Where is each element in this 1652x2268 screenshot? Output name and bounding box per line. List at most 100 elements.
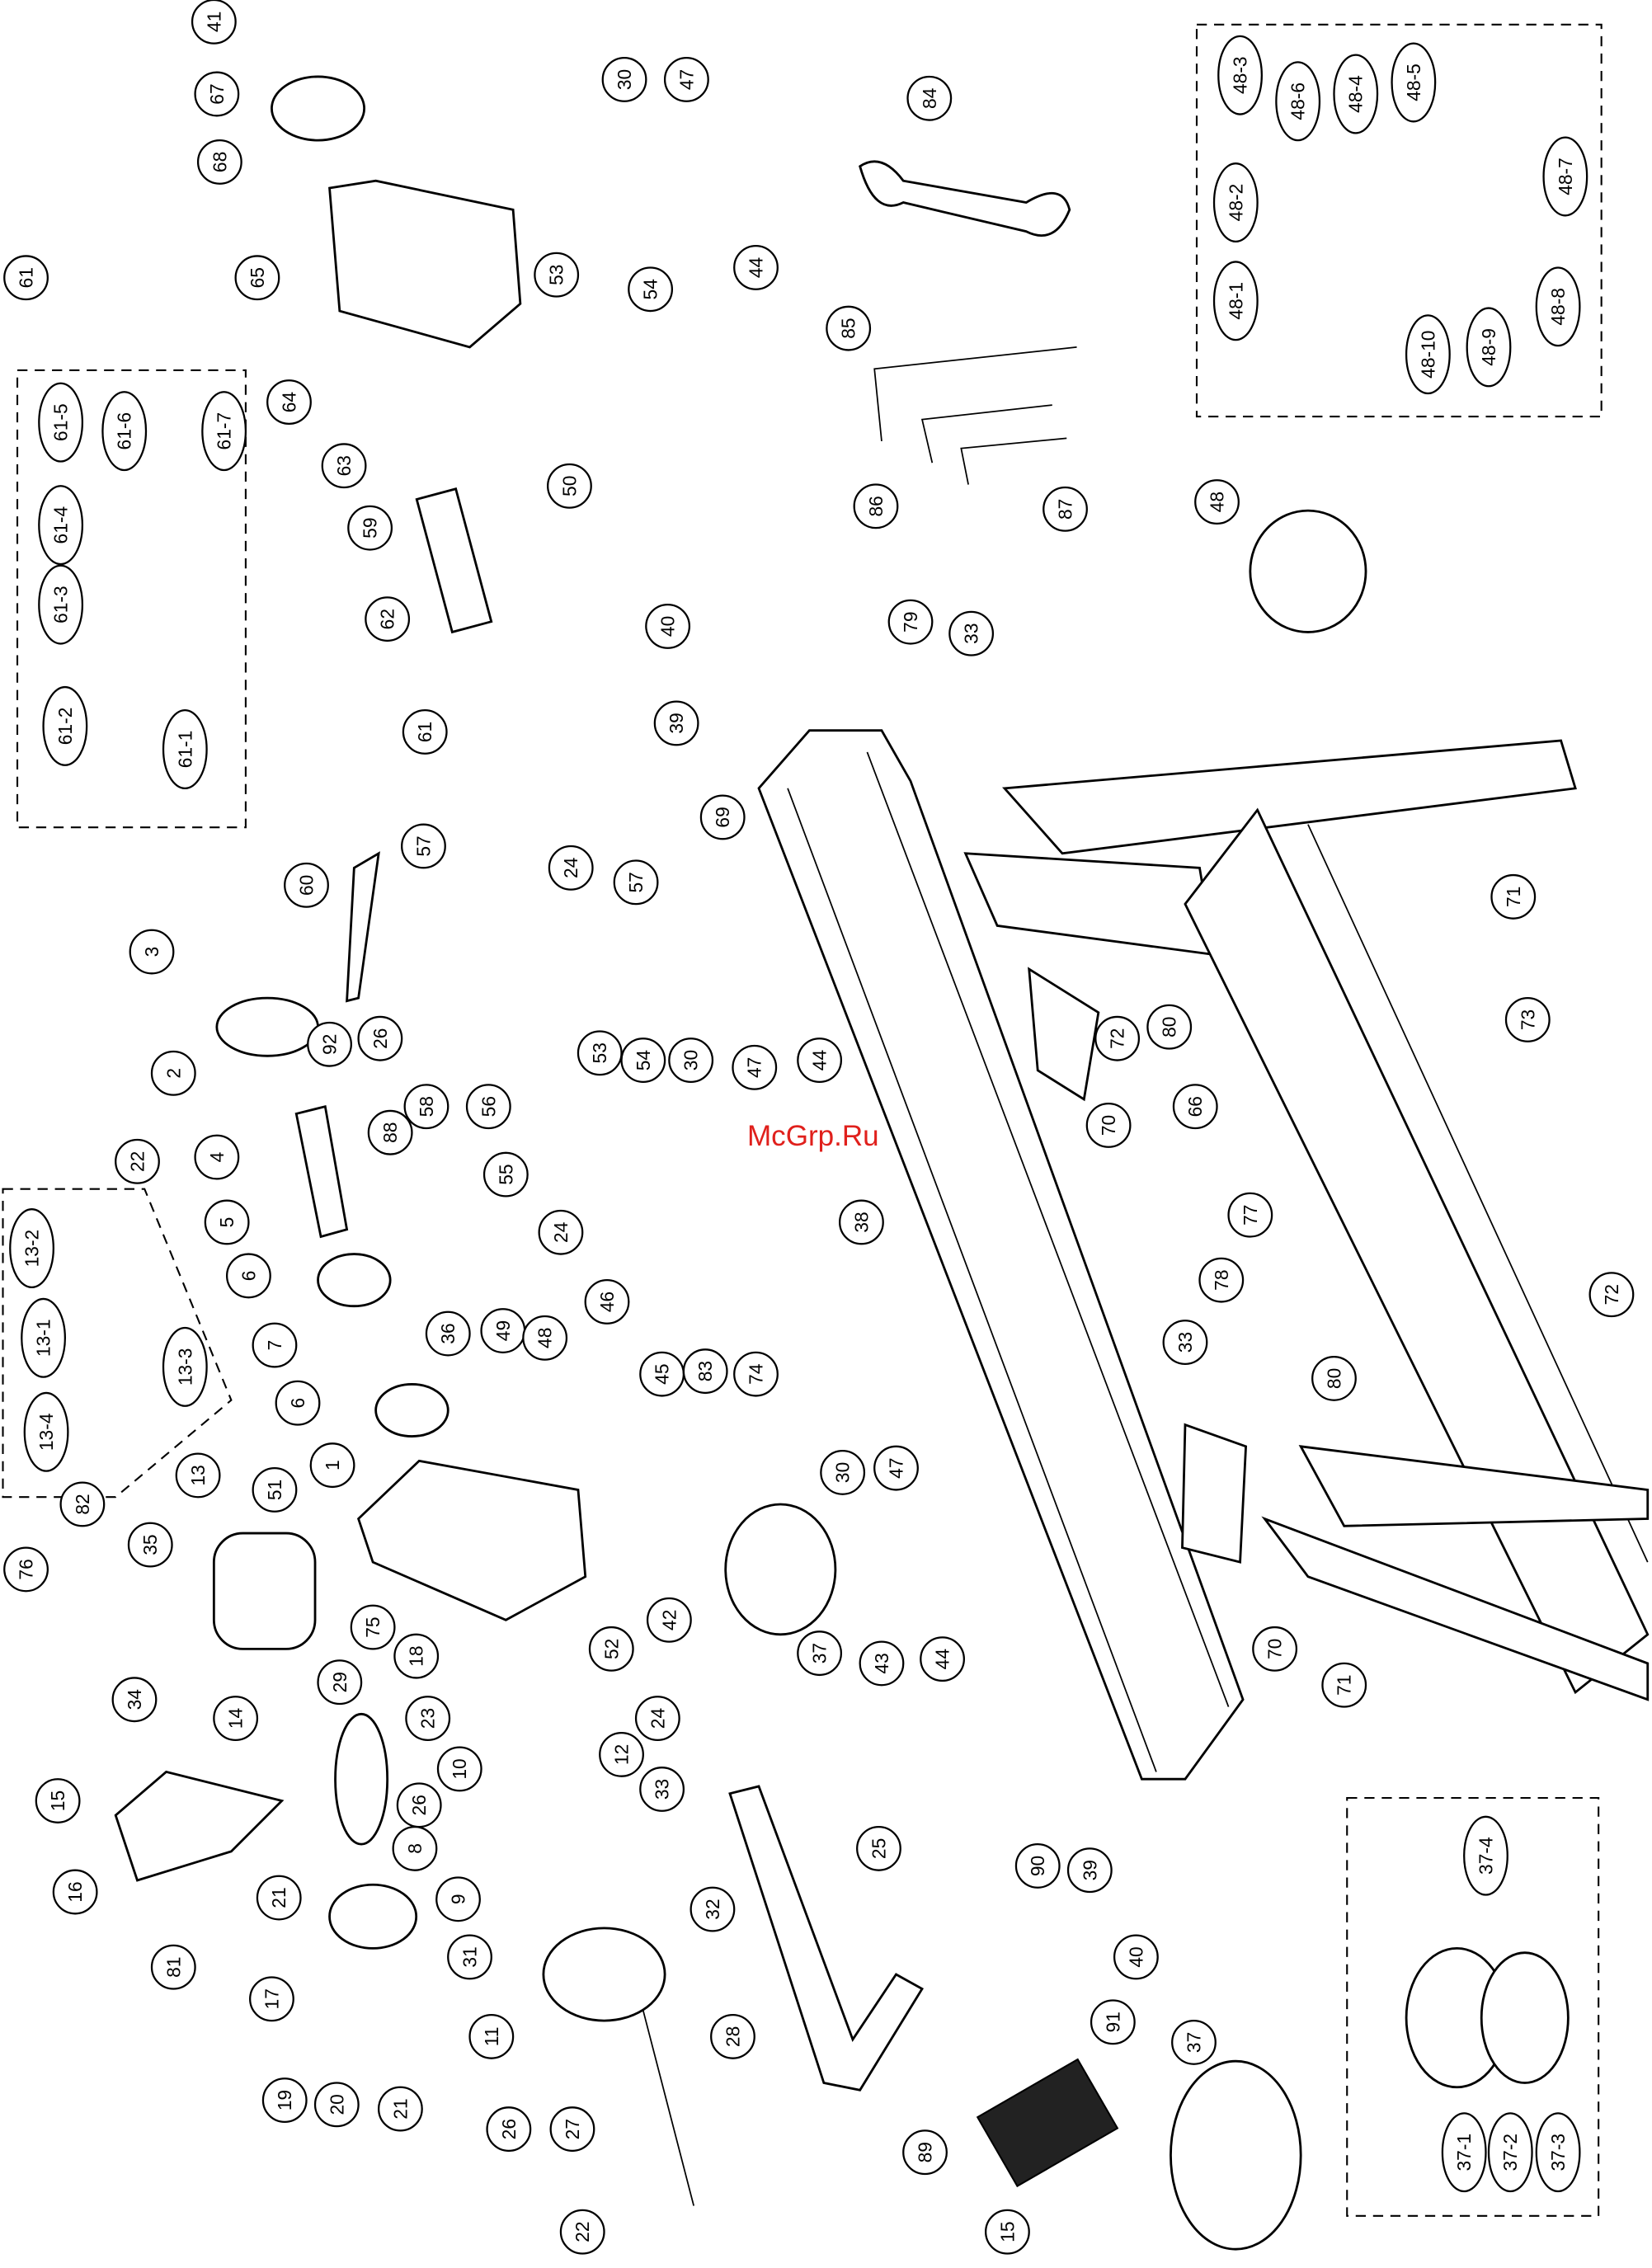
callout-60: 60 xyxy=(284,862,329,908)
callout-92: 92 xyxy=(307,1021,352,1067)
callout-number: 80 xyxy=(1159,1017,1180,1038)
callout-number: 37-4 xyxy=(1475,1837,1496,1875)
callout-number: 24 xyxy=(560,858,581,878)
callout-bubble xyxy=(194,71,240,117)
callout-88: 88 xyxy=(367,1109,413,1155)
callout-number: 28 xyxy=(722,2026,743,2047)
headstock-1 xyxy=(356,1459,587,1621)
callout-number: 7 xyxy=(264,1340,285,1351)
callout-bubble xyxy=(129,929,175,975)
callout-bubble xyxy=(38,485,84,566)
callout-number: 48-3 xyxy=(1230,56,1251,94)
callout-number: 12 xyxy=(611,1744,633,1765)
callout-bubble xyxy=(522,1315,568,1361)
callout-bubble xyxy=(234,255,280,301)
callout-69: 69 xyxy=(699,794,746,840)
callout-number: 37 xyxy=(1183,2032,1204,2053)
callout-bubble xyxy=(256,1875,302,1921)
callout-number: 13-3 xyxy=(174,1348,195,1386)
callout-number: 75 xyxy=(362,1616,384,1637)
indexing-37 xyxy=(724,1503,837,1636)
callout-37-4: 37-4 xyxy=(1463,1815,1508,1896)
callout-number: 50 xyxy=(558,476,580,496)
callout-57: 57 xyxy=(401,823,446,869)
callout-number: 17 xyxy=(261,1988,282,2009)
callout-bubble xyxy=(1588,1272,1635,1318)
callout-89: 89 xyxy=(902,2129,948,2176)
callout-number: 21 xyxy=(268,1887,289,1908)
callout-bubble xyxy=(252,1322,298,1368)
callout-bubble xyxy=(1212,261,1259,341)
callout-bubble xyxy=(613,859,659,906)
callout-number: 61-4 xyxy=(50,506,72,544)
callout-bubble xyxy=(690,1886,736,1932)
callout-bubble xyxy=(213,1696,259,1741)
callout-43: 43 xyxy=(859,1640,905,1687)
callout-bubble xyxy=(1490,873,1537,920)
callout-26: 26 xyxy=(396,1782,442,1828)
callout-53: 53 xyxy=(534,252,580,298)
callout-bubble xyxy=(38,382,84,463)
callout-11: 11 xyxy=(468,2013,515,2059)
callout-number: 11 xyxy=(481,2027,502,2047)
callout-bubble xyxy=(347,505,393,551)
callout-number: 61-3 xyxy=(50,586,72,623)
callout-73: 73 xyxy=(1504,997,1551,1042)
callout-70: 70 xyxy=(1085,1103,1132,1148)
callout-10: 10 xyxy=(436,1746,482,1792)
callout-bubble xyxy=(733,245,779,290)
callout-38: 38 xyxy=(839,1199,884,1245)
callout-27: 27 xyxy=(549,2106,595,2153)
callout-number: 70 xyxy=(1264,1639,1286,1659)
callout-number: 91 xyxy=(1102,2012,1123,2032)
callout-18: 18 xyxy=(393,1633,440,1679)
callout-bubble xyxy=(115,1138,160,1184)
sleeve-62 xyxy=(415,487,493,634)
callout-48-1: 48-1 xyxy=(1212,261,1259,341)
callout-58: 58 xyxy=(403,1084,449,1130)
callout-bubble xyxy=(620,1038,666,1084)
callout-bubble xyxy=(468,2013,515,2059)
callout-number: 68 xyxy=(209,152,230,172)
callout-number: 90 xyxy=(1027,1856,1048,1876)
callout-bubble xyxy=(162,708,208,789)
callout-bubble xyxy=(436,1746,482,1792)
callout-46: 46 xyxy=(584,1278,630,1325)
callout-bubble xyxy=(1171,2019,1217,2065)
callout-61-3: 61-3 xyxy=(38,564,84,645)
callout-14: 14 xyxy=(213,1696,259,1741)
callout-number: 3 xyxy=(141,947,162,958)
callout-bubble xyxy=(588,1626,634,1672)
callout-61-5: 61-5 xyxy=(38,382,84,463)
callout-number: 33 xyxy=(1174,1332,1196,1353)
callout-bubble xyxy=(1162,1320,1208,1365)
callout-30: 30 xyxy=(668,1038,714,1084)
callout-81: 81 xyxy=(150,1944,196,1990)
callout-bubble xyxy=(403,1084,449,1130)
callout-number: 48-5 xyxy=(1403,64,1424,101)
callout-number: 37-2 xyxy=(1499,2134,1521,2172)
callout-bubble xyxy=(853,483,899,529)
frame-71-bottom xyxy=(1261,1516,1650,1701)
callout-bubble xyxy=(150,1944,196,1990)
callout-26: 26 xyxy=(357,1015,403,1061)
callout-number: 55 xyxy=(495,1164,516,1184)
callout-number: 48-4 xyxy=(1345,75,1367,113)
callout-20: 20 xyxy=(313,2082,360,2128)
callout-number: 44 xyxy=(746,257,767,278)
callout-47: 47 xyxy=(663,57,709,102)
callout-number: 87 xyxy=(1055,499,1076,520)
callout-37-1: 37-1 xyxy=(1441,2112,1487,2193)
callout-86: 86 xyxy=(853,483,899,529)
callout-61: 61 xyxy=(3,255,49,301)
callout-bubble xyxy=(699,794,746,840)
callout-48-3: 48-3 xyxy=(1217,35,1263,115)
pulley-17 xyxy=(328,1883,418,1950)
callout-bubble xyxy=(401,823,446,869)
callout-bubble xyxy=(1252,1626,1298,1672)
callout-number: 37 xyxy=(809,1643,831,1663)
callout-number: 38 xyxy=(850,1212,872,1232)
callout-bubble xyxy=(732,1044,778,1090)
callout-number: 66 xyxy=(1184,1096,1206,1117)
callout-bubble xyxy=(902,2129,948,2176)
